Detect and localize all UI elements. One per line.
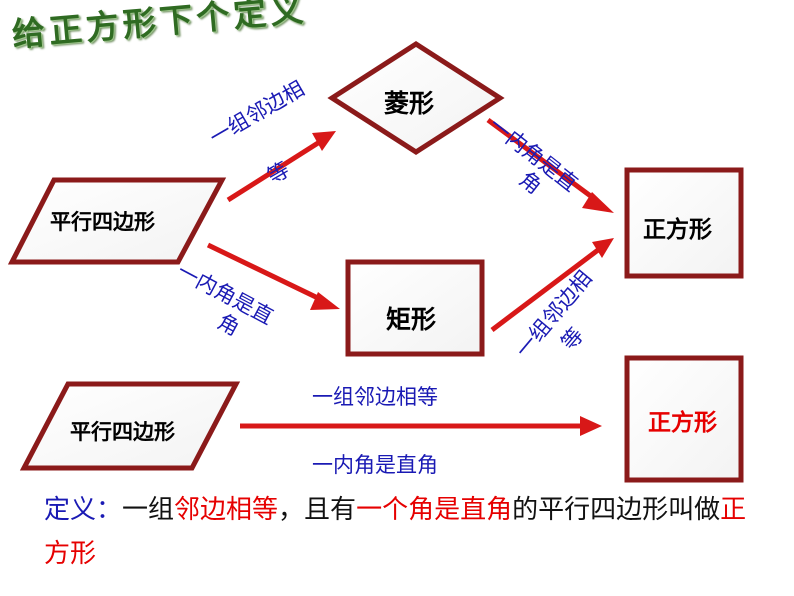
square-node-bottom: [624, 355, 744, 483]
definition-part-4: 一个角是直角: [356, 495, 513, 525]
square-top-label: 正方形: [643, 217, 712, 243]
parallelogram-node-bottom: [19, 381, 241, 471]
parallelogram-node-top: [7, 177, 227, 265]
arrow-rhombus-to-square: [486, 117, 598, 203]
parallelogram-top-label: 平行四边形: [50, 210, 155, 234]
definition-text: 定义：一组邻边相等，且有一个角是直角的平行四边形叫做正方形: [44, 488, 764, 576]
arrow-para-to-rect: [206, 242, 324, 303]
rectangle-label: 矩形: [386, 305, 437, 334]
arrow-para-to-rhombus: [226, 140, 320, 203]
arrowhead-rect-to-square: [592, 238, 614, 258]
definition-part-5: 的平行四边形叫做: [512, 495, 721, 525]
square-bottom-label: 正方形: [648, 410, 717, 436]
arrowhead-rhombus-to-square: [582, 192, 614, 213]
edge-label-bottom-below: 一内角是直角: [312, 453, 438, 477]
rhombus-node: [327, 41, 505, 155]
square-node-top: [624, 167, 744, 279]
arrowhead-para-to-rhombus: [312, 131, 336, 151]
definition-part-2: 邻边相等: [174, 495, 279, 525]
arrow-rect-to-square: [490, 248, 600, 332]
definition-part-1: 一组: [122, 495, 175, 525]
arrowhead-para-to-rect: [310, 292, 340, 310]
definition-label: 定义：: [44, 495, 123, 525]
parallelogram-bottom-label: 平行四边形: [70, 420, 175, 444]
rectangle-node: [345, 259, 485, 357]
rhombus-label: 菱形: [384, 89, 435, 118]
arrowhead-bottom: [580, 416, 602, 436]
edge-label-bottom-above: 一组邻边相等: [312, 385, 438, 409]
definition-part-3: ，且有: [278, 495, 357, 525]
definition-part-6: 正方形: [44, 495, 747, 569]
